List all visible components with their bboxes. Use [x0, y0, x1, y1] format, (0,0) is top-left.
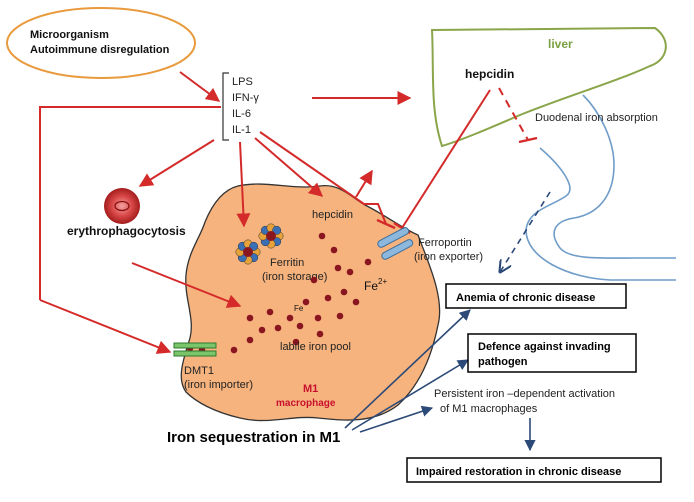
iron-dot: [296, 322, 304, 330]
iron-dots: [186, 232, 372, 354]
iron-dot: [324, 294, 332, 302]
iron-dot: [310, 276, 318, 284]
outcome-anemia: Anemia of chronic disease: [456, 292, 595, 304]
liver: liver hepcidin: [430, 26, 667, 148]
iron-dot: [318, 232, 326, 240]
arrow-to-erythrophagocytosis: [138, 139, 215, 187]
arrow-hepcidin-curve: [355, 169, 373, 198]
mediator-ifn-gamma: IFN-γ: [232, 92, 259, 104]
persistent-activation-label: Persistent iron –dependent activation: [434, 388, 615, 400]
iron-dot: [266, 308, 274, 316]
outcome-impaired: Impaired restoration in chronic disease: [416, 466, 621, 478]
inhibit-duodenal-absorption: [498, 87, 529, 141]
mediators-group: LPS IFN-γ IL-6 IL-1: [222, 72, 259, 141]
trigger-microorganism: Microorganism: [30, 29, 109, 41]
iron-dot: [364, 258, 372, 266]
iron-dot: [302, 298, 310, 306]
mediator-il1: IL-1: [232, 124, 251, 136]
dmt1-transporter-icon: [173, 342, 217, 357]
mediator-lps: LPS: [232, 76, 253, 88]
fe2-ion-label: Fe2+: [364, 277, 387, 293]
inhibition-bar-icon: [376, 136, 538, 235]
dmt1-label: DMT1: [184, 365, 214, 377]
macrophage-hepcidin-label: hepcidin: [312, 209, 353, 221]
arrow-to-hepcidin: [254, 137, 324, 197]
mediators-bracket: [222, 72, 229, 141]
ferroportin-sublabel: (iron exporter): [414, 251, 483, 263]
red-blood-cell-icon: [104, 188, 140, 224]
trigger-oval: Microorganism Autoimmune disregulation: [6, 7, 196, 79]
iron-dot: [336, 312, 344, 320]
outcome-defence: Defence against invading: [478, 341, 611, 353]
iron-dot: [340, 288, 348, 296]
iron-dot: [292, 338, 300, 346]
iron-dot: [286, 314, 294, 322]
outcome-anemia-box: Anemia of chronic disease: [445, 283, 627, 309]
iron-dot: [346, 268, 354, 276]
arrow-duodenum-to-anemia: [500, 191, 551, 272]
outcome-defence-line2: pathogen: [478, 356, 528, 368]
macrophage-label: macrophage: [276, 398, 336, 409]
liver-hepcidin-label: hepcidin: [465, 67, 514, 81]
arrow-to-ferritin: [236, 141, 251, 228]
persistent-activation-line2: of M1 macrophages: [440, 403, 538, 415]
liver-outline: [430, 26, 667, 148]
red-arrows: [39, 71, 529, 354]
arrow-to-ferroportin: [259, 131, 387, 225]
erythrophagocytosis-label: erythrophagocytosis: [67, 224, 186, 238]
duodenum: [525, 94, 676, 281]
arrow-to-defence: [351, 359, 469, 431]
arrow-to-persistent: [359, 405, 434, 433]
trigger-autoimmune: Autoimmune disregulation: [30, 44, 170, 56]
iron-dot: [314, 314, 322, 322]
arrow-to-dmt1: [39, 299, 172, 354]
labile-iron-pool-label: labile iron pool: [280, 341, 351, 353]
ferritin-sublabel: (iron storage): [262, 271, 327, 283]
iron-dot: [246, 336, 254, 344]
liver-label: liver: [548, 37, 573, 51]
arrow-line-left: [39, 106, 221, 300]
fe-small-label: Fe: [294, 304, 304, 313]
inhibit-liver-ferroportin: [401, 89, 491, 229]
ferroportin-transporter-icon: [377, 227, 414, 260]
iron-sequestration-label: Iron sequestration in M1: [167, 429, 340, 446]
arrow-trigger-to-mediators: [179, 71, 221, 102]
blue-arrows: [344, 191, 551, 452]
ferroportin-label: Ferroportin: [418, 237, 472, 249]
arrow-erythrophagocytosis-to-pool: [131, 262, 242, 308]
iron-dot: [258, 326, 266, 334]
dmt1-sublabel: (iron importer): [184, 379, 253, 391]
iron-dot: [334, 264, 342, 272]
iron-dot: [316, 330, 324, 338]
iron-dot: [230, 346, 238, 354]
ferritin-cluster-icon: [235, 223, 284, 265]
outcome-defence-box: Defence against invading pathogen: [467, 333, 637, 373]
iron-dot: [352, 298, 360, 306]
outcome-impaired-box: Impaired restoration in chronic disease: [406, 457, 662, 483]
iron-dot: [330, 246, 338, 254]
arrow-to-anemia: [344, 309, 471, 429]
iron-dot: [246, 314, 254, 322]
iron-dot: [274, 324, 282, 332]
duodenal-absorption-label: Duodenal iron absorption: [535, 112, 658, 124]
m1-label: M1: [303, 383, 318, 395]
ferritin-label: Ferritin: [270, 257, 304, 269]
mediator-il6: IL-6: [232, 108, 251, 120]
